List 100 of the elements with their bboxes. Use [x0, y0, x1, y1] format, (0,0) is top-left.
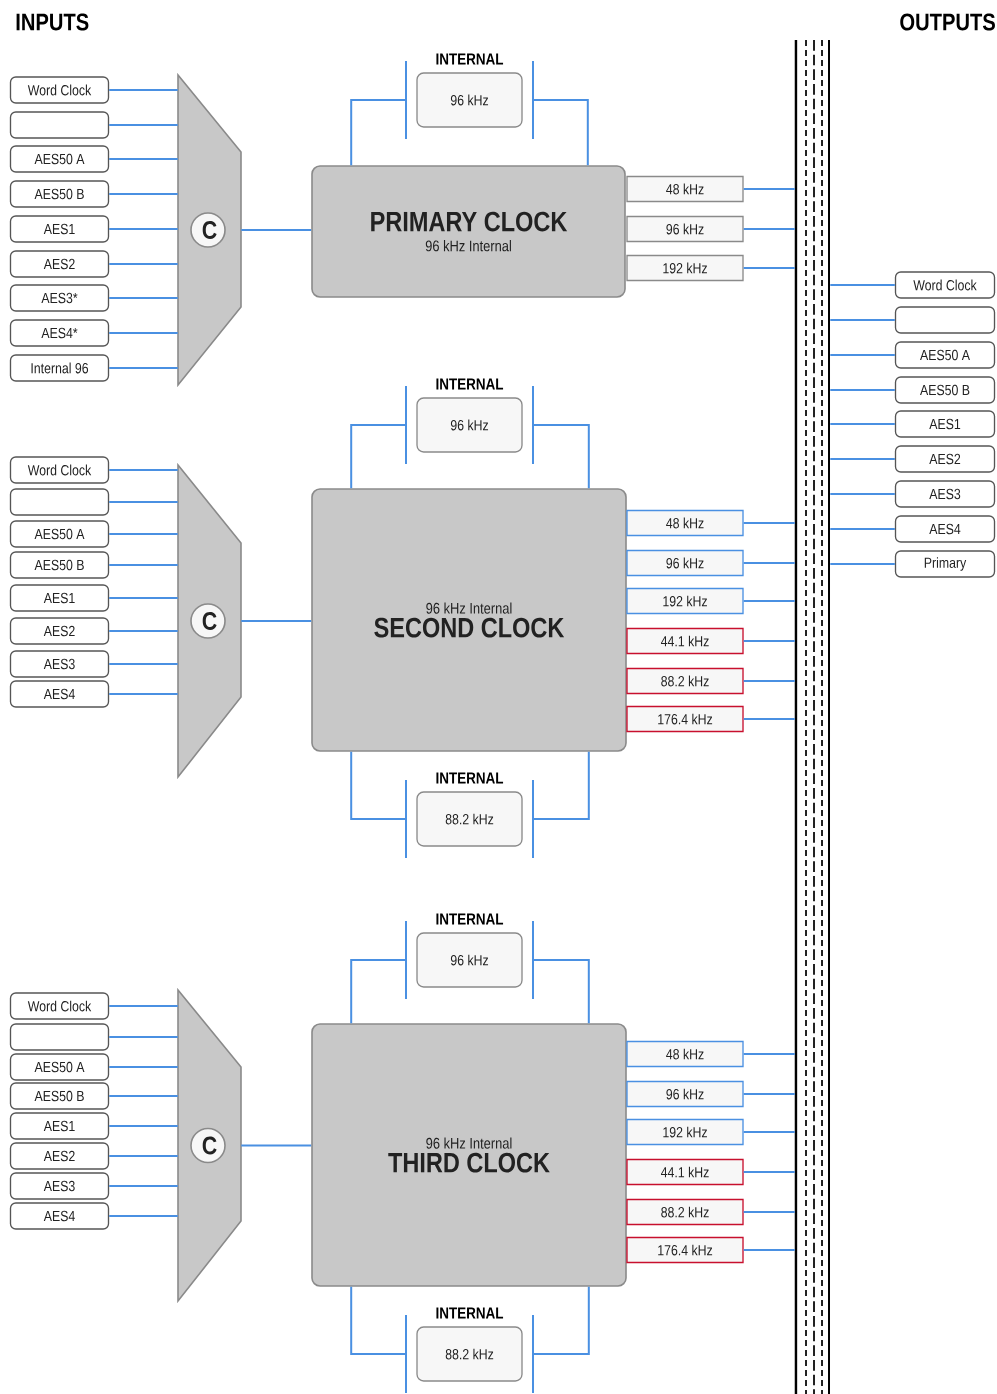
- box-heading: INTERNAL: [436, 1307, 504, 1319]
- connector: [350, 750, 407, 820]
- connector: [108, 1155, 179, 1157]
- input-box: AES3: [9, 1172, 110, 1200]
- input-box: AES2: [9, 617, 110, 645]
- connector: [240, 620, 313, 622]
- connector: [108, 158, 179, 160]
- connector: [742, 188, 796, 190]
- connector: [532, 1285, 590, 1355]
- connector: [742, 1053, 796, 1055]
- clock-box: 96 kHz Internal THIRD CLOCK: [311, 1023, 627, 1287]
- box-heading: INTERNAL: [436, 53, 504, 65]
- input-box: AES50 A: [9, 520, 110, 548]
- connector: [108, 1185, 179, 1187]
- connector: [108, 597, 179, 599]
- connector: [742, 1093, 796, 1095]
- internal-box: 96 kHz: [416, 397, 523, 453]
- connector: [108, 469, 179, 471]
- output-box: AES3: [894, 480, 996, 508]
- connector: [108, 263, 179, 265]
- connector: [108, 228, 179, 230]
- rate-box: 44.1 kHz: [626, 1158, 744, 1186]
- connector: [742, 640, 796, 642]
- connector: [742, 718, 796, 720]
- rate-box: 48 kHz: [626, 1040, 744, 1068]
- connector: [108, 297, 179, 299]
- connector: [350, 959, 407, 1025]
- input-box: AES1: [9, 215, 110, 243]
- output-box: Word Clock: [894, 271, 996, 299]
- input-box: AES1: [9, 584, 110, 612]
- connector: [350, 424, 407, 490]
- connector: [108, 663, 179, 665]
- box-heading: INTERNAL: [436, 378, 504, 390]
- connector: [108, 367, 179, 369]
- connector: [532, 750, 590, 820]
- rate-box: 88.2 kHz: [626, 667, 744, 695]
- connector: [108, 1066, 179, 1068]
- rate-box: 192 kHz: [626, 1118, 744, 1146]
- connector: [742, 1131, 796, 1133]
- connector: [240, 1144, 313, 1147]
- connector: [742, 1249, 796, 1251]
- input-box: AES4: [9, 680, 110, 708]
- internal-box: 88.2 kHz: [416, 791, 523, 847]
- rate-box: 96 kHz: [626, 215, 744, 243]
- connector: [829, 423, 896, 425]
- connector: [108, 693, 179, 695]
- rate-box: 192 kHz: [626, 254, 744, 282]
- input-box: [9, 111, 110, 139]
- connector: [742, 680, 796, 682]
- internal-box: 96 kHz: [416, 932, 523, 988]
- connector: [742, 267, 796, 269]
- connector: [829, 319, 896, 321]
- connector: [108, 89, 179, 91]
- bus-drawing: [794, 39, 830, 1394]
- connector: [742, 600, 796, 602]
- input-box: [9, 1023, 110, 1051]
- rate-box: 192 kHz: [626, 587, 744, 615]
- connector: [742, 1171, 796, 1173]
- connector: [108, 1215, 179, 1217]
- input-box: Word Clock: [9, 992, 110, 1020]
- output-box: AES1: [894, 410, 996, 438]
- internal-box: 96 kHz: [416, 72, 523, 128]
- connector: [829, 528, 896, 530]
- rate-box: 96 kHz: [626, 1080, 744, 1108]
- clock-box: 96 kHz Internal SECOND CLOCK: [311, 488, 627, 752]
- output-box: Primary: [894, 550, 996, 578]
- input-box: AES50 A: [9, 145, 110, 173]
- input-box: AES50 B: [9, 180, 110, 208]
- connector: [532, 959, 590, 1025]
- connector: [240, 229, 313, 231]
- rate-box: 176.4 kHz: [626, 1236, 744, 1264]
- connector: [742, 228, 796, 230]
- connector: [108, 1095, 179, 1097]
- input-box: AES50 B: [9, 551, 110, 579]
- input-box: AES3: [9, 650, 110, 678]
- input-box: Internal 96: [9, 354, 110, 382]
- input-box: AES2: [9, 1142, 110, 1170]
- connector: [108, 193, 179, 195]
- rate-box: 176.4 kHz: [626, 705, 744, 733]
- input-box: AES1: [9, 1112, 110, 1140]
- input-box: Word Clock: [9, 76, 110, 104]
- box-heading: INTERNAL: [436, 913, 504, 925]
- rate-box: 48 kHz: [626, 509, 744, 537]
- internal-box: 88.2 kHz: [416, 1326, 523, 1382]
- connector: [350, 99, 407, 167]
- connector: [829, 563, 896, 565]
- output-box: AES4: [894, 515, 996, 543]
- section-heading: INPUTS: [16, 13, 89, 31]
- output-box: [894, 306, 996, 334]
- input-box: AES50 B: [9, 1082, 110, 1110]
- output-box: AES2: [894, 445, 996, 473]
- connector: [829, 354, 896, 356]
- output-box: AES50 A: [894, 341, 996, 369]
- connector: [829, 284, 896, 286]
- connector: [532, 424, 590, 490]
- connector: [108, 630, 179, 632]
- connector: [829, 389, 896, 391]
- box-heading: INTERNAL: [436, 772, 504, 784]
- connector: [108, 124, 179, 126]
- rate-box: 44.1 kHz: [626, 627, 744, 655]
